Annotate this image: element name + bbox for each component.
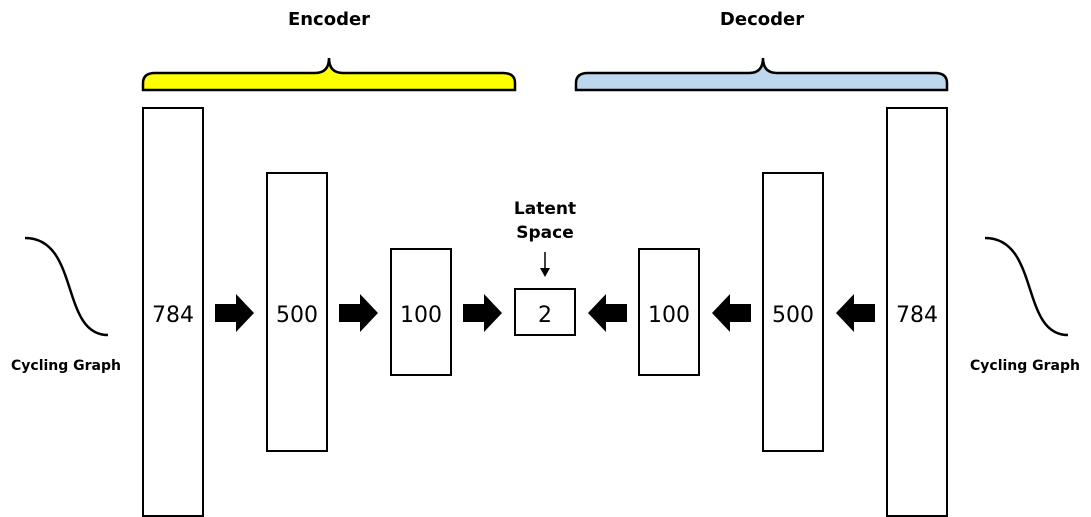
decoder-layer-1-box <box>638 248 700 376</box>
decoder-brace <box>574 57 949 92</box>
encoder-layer-2-box <box>266 172 328 452</box>
latent-label-line1: Latent <box>514 199 576 219</box>
right-arrow-icon <box>339 294 378 332</box>
output-cycling-graph-curve <box>984 236 1069 337</box>
right-arrow-icon <box>215 294 254 332</box>
latent-pointer-arrow <box>540 252 550 277</box>
encoder-layer-3-label: 100 <box>400 303 442 328</box>
decoder-layer-1-label: 100 <box>648 303 690 328</box>
left-arrow-icon <box>588 294 627 332</box>
encoder-layer-1-label: 784 <box>152 303 194 328</box>
right-arrow-icon <box>463 294 502 332</box>
encoder-brace <box>141 57 517 92</box>
encoder-layer-3-box <box>390 248 452 376</box>
output-graph-label: Cycling Graph <box>970 358 1080 374</box>
input-cycling-graph-curve <box>24 236 109 337</box>
decoder-title: Decoder <box>720 9 804 30</box>
left-arrow-icon <box>836 294 875 332</box>
input-graph-label: Cycling Graph <box>11 358 121 374</box>
encoder-layer-2-label: 500 <box>276 303 318 328</box>
latent-box <box>514 288 576 336</box>
encoder-layer-1-box <box>142 107 204 517</box>
encoder-title: Encoder <box>288 9 370 30</box>
latent-value: 2 <box>538 303 552 328</box>
left-arrow-icon <box>712 294 751 332</box>
decoder-layer-2-box <box>762 172 824 452</box>
decoder-layer-2-label: 500 <box>772 303 814 328</box>
latent-label-line2: Space <box>516 223 574 243</box>
decoder-layer-3-label: 784 <box>896 303 938 328</box>
decoder-layer-3-box <box>886 107 948 517</box>
